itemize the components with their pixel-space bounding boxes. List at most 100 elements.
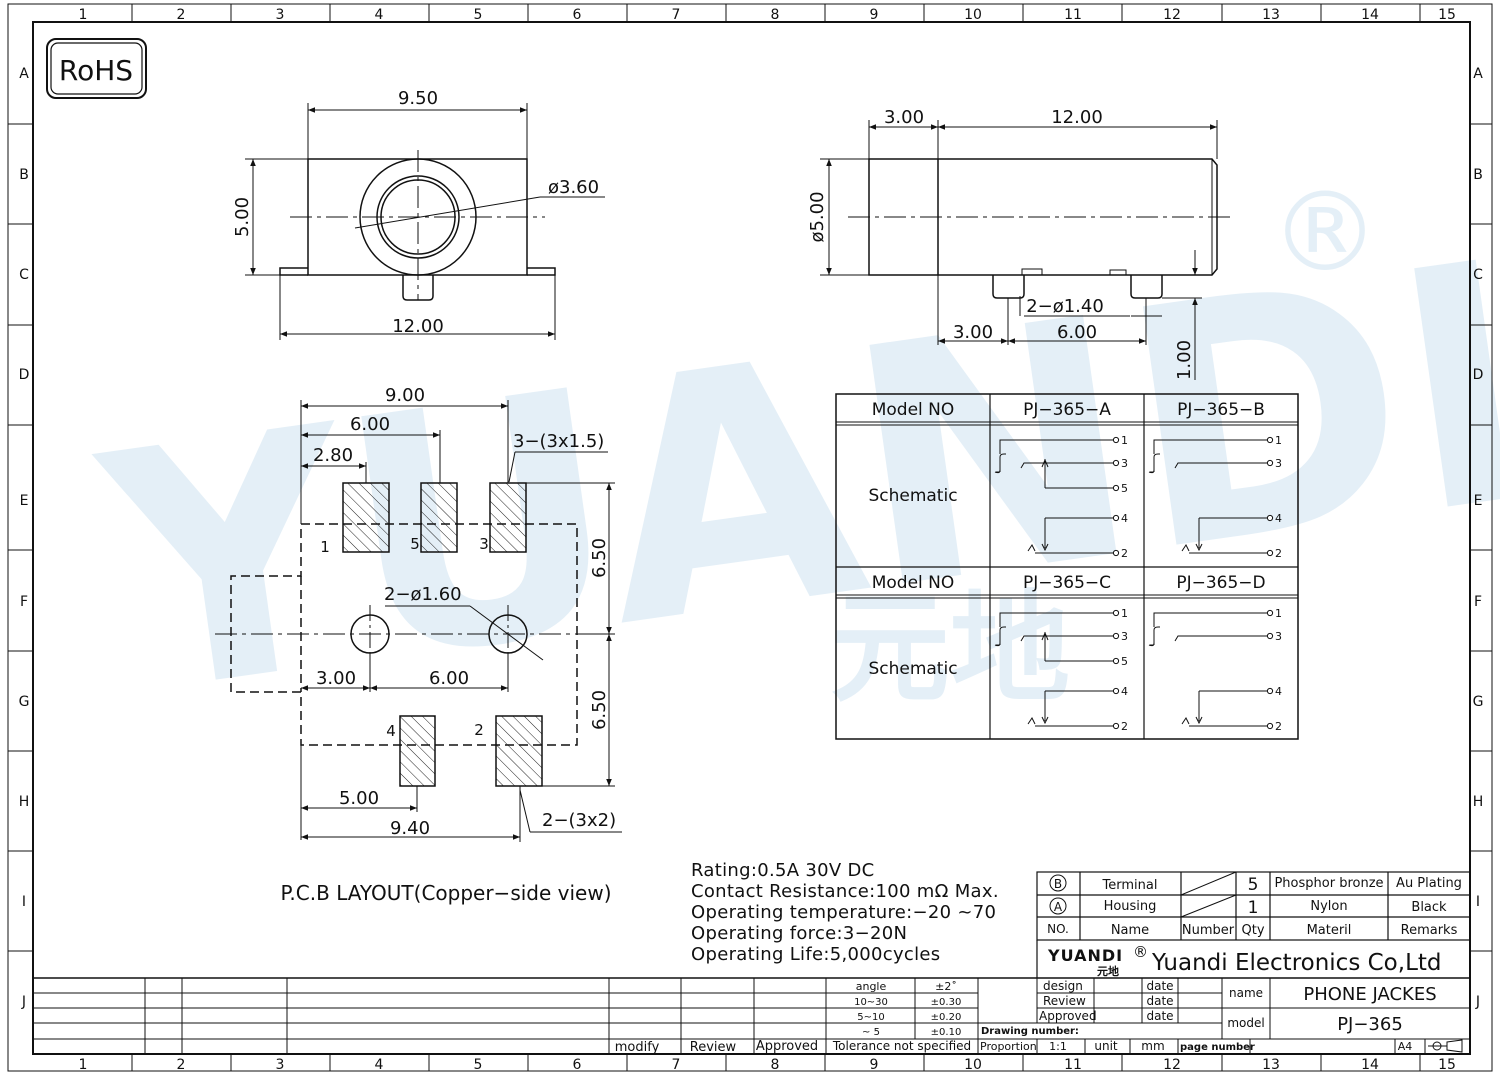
front-view — [245, 103, 605, 340]
schematic-a-pin-5: 5 — [1121, 482, 1128, 495]
grid-row-left-E: E — [20, 493, 29, 509]
bom-header-number: Number — [1182, 923, 1235, 938]
grid-col-top-15: 15 — [1438, 7, 1456, 23]
tb-tol1: 10~30 — [854, 997, 888, 1008]
company-name: Yuandi Electronics Co,Ltd — [1151, 950, 1442, 976]
grid-col-top-3: 3 — [276, 7, 285, 23]
model-pj-365-b: PJ−365−B — [1177, 400, 1265, 420]
schematic-b-pin-2: 2 — [1275, 547, 1282, 560]
grid-row-right-B: B — [1473, 167, 1483, 183]
spec-operating-life: Operating Life:5,000cycles — [691, 944, 940, 965]
schematic-b-pin-4: 4 — [1275, 512, 1282, 525]
schematic-b-pin-1: 1 — [1275, 434, 1282, 447]
grid-col-top-12: 12 — [1163, 7, 1181, 23]
tb-review-2: Review — [1043, 994, 1086, 1008]
grid-col-top-4: 4 — [375, 7, 384, 23]
dim-side-diameter: ø5.00 — [807, 191, 828, 242]
model-table-text: Model NO PJ−365−A PJ−365−B Schematic Mod… — [868, 400, 1265, 679]
tb-sheet-size: A4 — [1398, 1040, 1413, 1053]
tb-design: design — [1043, 979, 1083, 993]
bom-header-qty: Qty — [1241, 923, 1264, 938]
specs-block: Rating:0.5A 30V DC Contact Resistance:10… — [691, 860, 999, 965]
dim-pcb-pad2: 2−(3x2) — [542, 810, 616, 831]
schematic-label-bottom: Schematic — [868, 659, 957, 679]
schematic-c-pin-4: 4 — [1121, 685, 1128, 698]
grid-row-left-G: G — [19, 694, 30, 710]
pcb-pin-1: 1 — [320, 538, 330, 556]
tb-page-number: page number — [1180, 1042, 1255, 1053]
grid-col-top-7: 7 — [672, 7, 681, 23]
grid-row-left-C: C — [19, 267, 29, 283]
grid-col-top-1: 1 — [79, 7, 88, 23]
dim-side-standoff: 1.00 — [1174, 340, 1195, 380]
grid-col-bottom-11: 11 — [1064, 1057, 1082, 1073]
bom-header-no: NO. — [1047, 922, 1069, 936]
company-logo: YUANDI — [1047, 946, 1123, 965]
tb-drawing-number: Drawing number: — [981, 1026, 1079, 1037]
dim-pcb-600b: 6.00 — [429, 668, 469, 689]
tb-angle: angle — [856, 980, 887, 993]
tb-tolerance-header: Tolerance not specified — [832, 1039, 971, 1053]
grid-col-bottom-8: 8 — [771, 1057, 780, 1073]
grid-col-bottom-4: 4 — [375, 1057, 384, 1073]
grid-row-left-H: H — [19, 794, 30, 810]
tb-date-1: date — [1146, 979, 1173, 993]
grid-row-right-I: I — [1476, 894, 1480, 910]
grid-col-bottom-3: 3 — [276, 1057, 285, 1073]
dim-pcb-650a: 6.50 — [589, 538, 610, 578]
watermark: YUANDI ® 元地 — [80, 168, 1500, 770]
grid-col-top-14: 14 — [1361, 7, 1379, 23]
model-pj-365-d: PJ−365−D — [1176, 573, 1265, 593]
grid-col-top-8: 8 — [771, 7, 780, 23]
tb-modify: modify — [615, 1040, 660, 1055]
tb-model-val: PJ−365 — [1337, 1014, 1403, 1035]
tb-tol2: 5~10 — [857, 1012, 884, 1023]
pcb-layout-dims: 9.00 6.00 2.80 3−(3x1.5) 6.50 6.50 2−ø1.… — [280, 385, 616, 905]
grid-col-bottom-15: 15 — [1438, 1057, 1456, 1073]
model-table — [835, 393, 1299, 740]
pcb-pin-3: 3 — [479, 535, 489, 553]
grid-col-bottom-12: 12 — [1163, 1057, 1181, 1073]
tb-tol3-val: ±0.10 — [931, 1027, 962, 1038]
bom-housing-material: Nylon — [1310, 899, 1347, 914]
dim-front-width-bottom: 12.00 — [392, 316, 444, 337]
dim-pcb-600: 6.00 — [350, 414, 390, 435]
dim-pcb-940: 9.40 — [390, 818, 430, 839]
grid-col-top-13: 13 — [1262, 7, 1280, 23]
grid-row-right-F: F — [1474, 594, 1482, 610]
grid-col-bottom-9: 9 — [870, 1057, 879, 1073]
grid-row-left-J: J — [21, 994, 26, 1010]
pcb-pin-2: 2 — [474, 721, 484, 739]
dim-pcb-holes: 2−ø1.60 — [384, 584, 462, 605]
schematic-d-pin-4: 4 — [1275, 685, 1282, 698]
pcb-caption: P.C.B LAYOUT(Copper−side view) — [280, 881, 611, 905]
grid-col-top-11: 11 — [1064, 7, 1082, 23]
tb-proportion-val: 1:1 — [1049, 1040, 1067, 1053]
dim-pcb-650b: 6.50 — [589, 690, 610, 730]
grid-col-top-9: 9 — [870, 7, 879, 23]
company-registered: ® — [1133, 943, 1148, 961]
model-pj-365-a: PJ−365−A — [1023, 400, 1111, 420]
tb-name-label: name — [1229, 986, 1263, 1000]
tb-name-val: PHONE JACKES — [1303, 984, 1436, 1005]
title-block-text: modify Review Approved angle ±2˚ 10~30 ±… — [615, 979, 1437, 1055]
bom-mark-b: B — [1054, 877, 1062, 891]
tb-unit: unit — [1094, 1039, 1118, 1053]
grid-col-top-10: 10 — [964, 7, 982, 23]
dim-pcb-900: 9.00 — [385, 385, 425, 406]
bom-housing-remarks: Black — [1411, 900, 1447, 915]
grid-row-right-D: D — [1473, 367, 1484, 383]
schematic-b-pin-3: 3 — [1275, 457, 1282, 470]
schematic-a-pin-1: 1 — [1121, 434, 1128, 447]
dim-pcb-500: 5.00 — [339, 788, 379, 809]
watermark-registered: ® — [1270, 168, 1380, 296]
grid-row-right-A: A — [1473, 66, 1483, 82]
grid-row-right-H: H — [1473, 794, 1484, 810]
schematic-c-pin-3: 3 — [1121, 630, 1128, 643]
